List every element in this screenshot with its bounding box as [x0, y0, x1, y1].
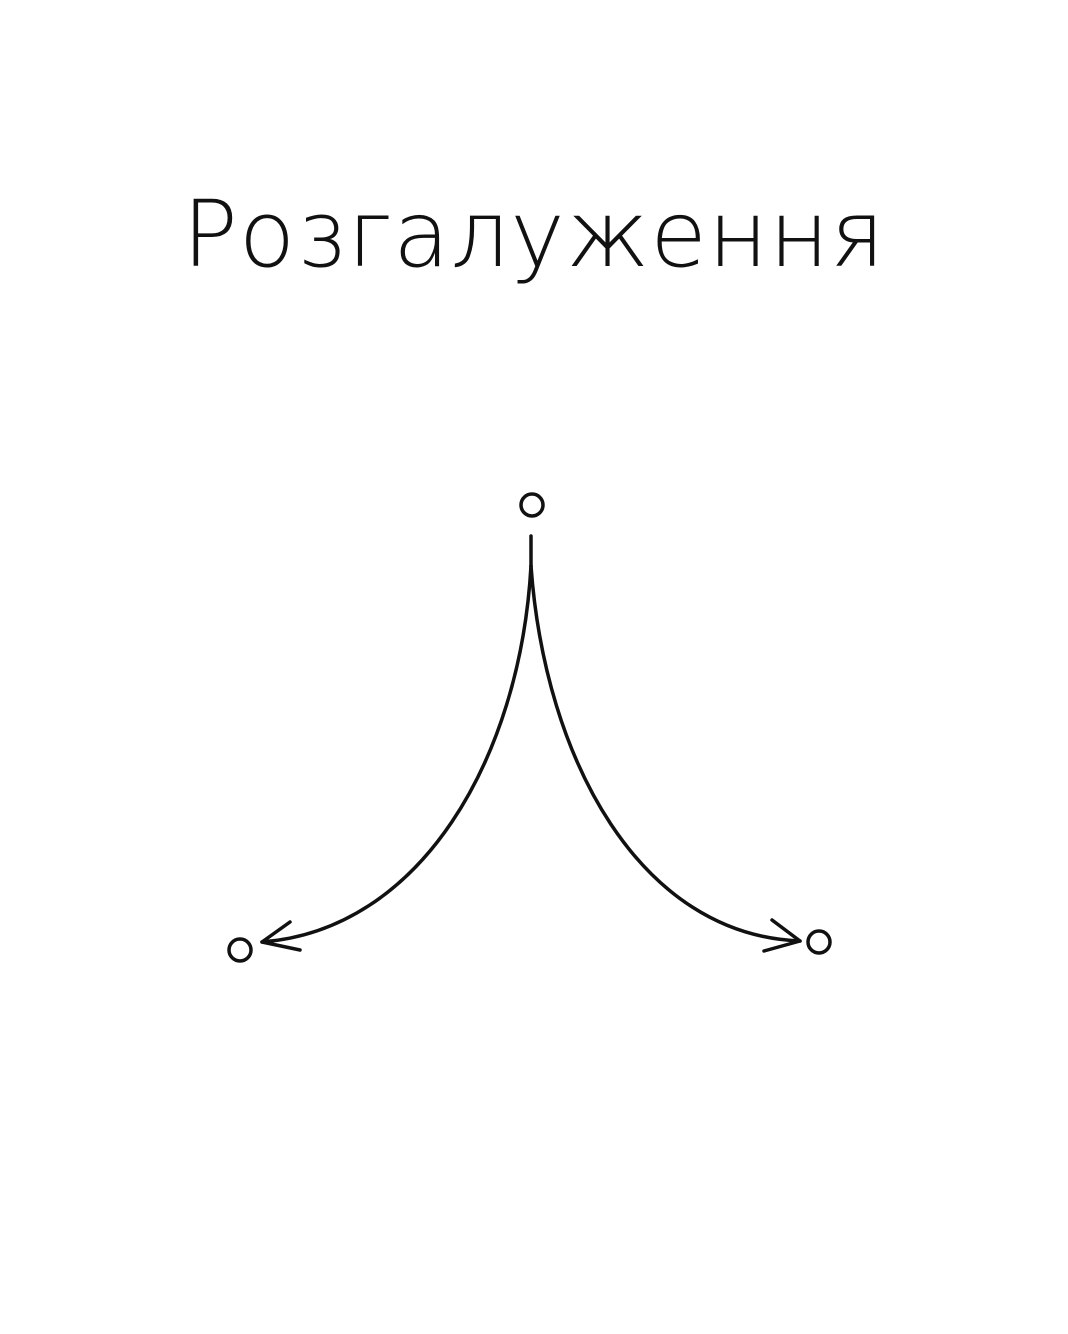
source-node — [519, 492, 545, 518]
left-target-node — [227, 937, 253, 963]
right-target-node — [806, 929, 832, 955]
right-branch-edge — [529, 564, 802, 943]
left-arrowhead — [260, 920, 302, 952]
left-branch-edge — [260, 564, 533, 944]
page-title: Розгалуження — [182, 181, 886, 288]
right-arrowhead — [762, 918, 802, 953]
